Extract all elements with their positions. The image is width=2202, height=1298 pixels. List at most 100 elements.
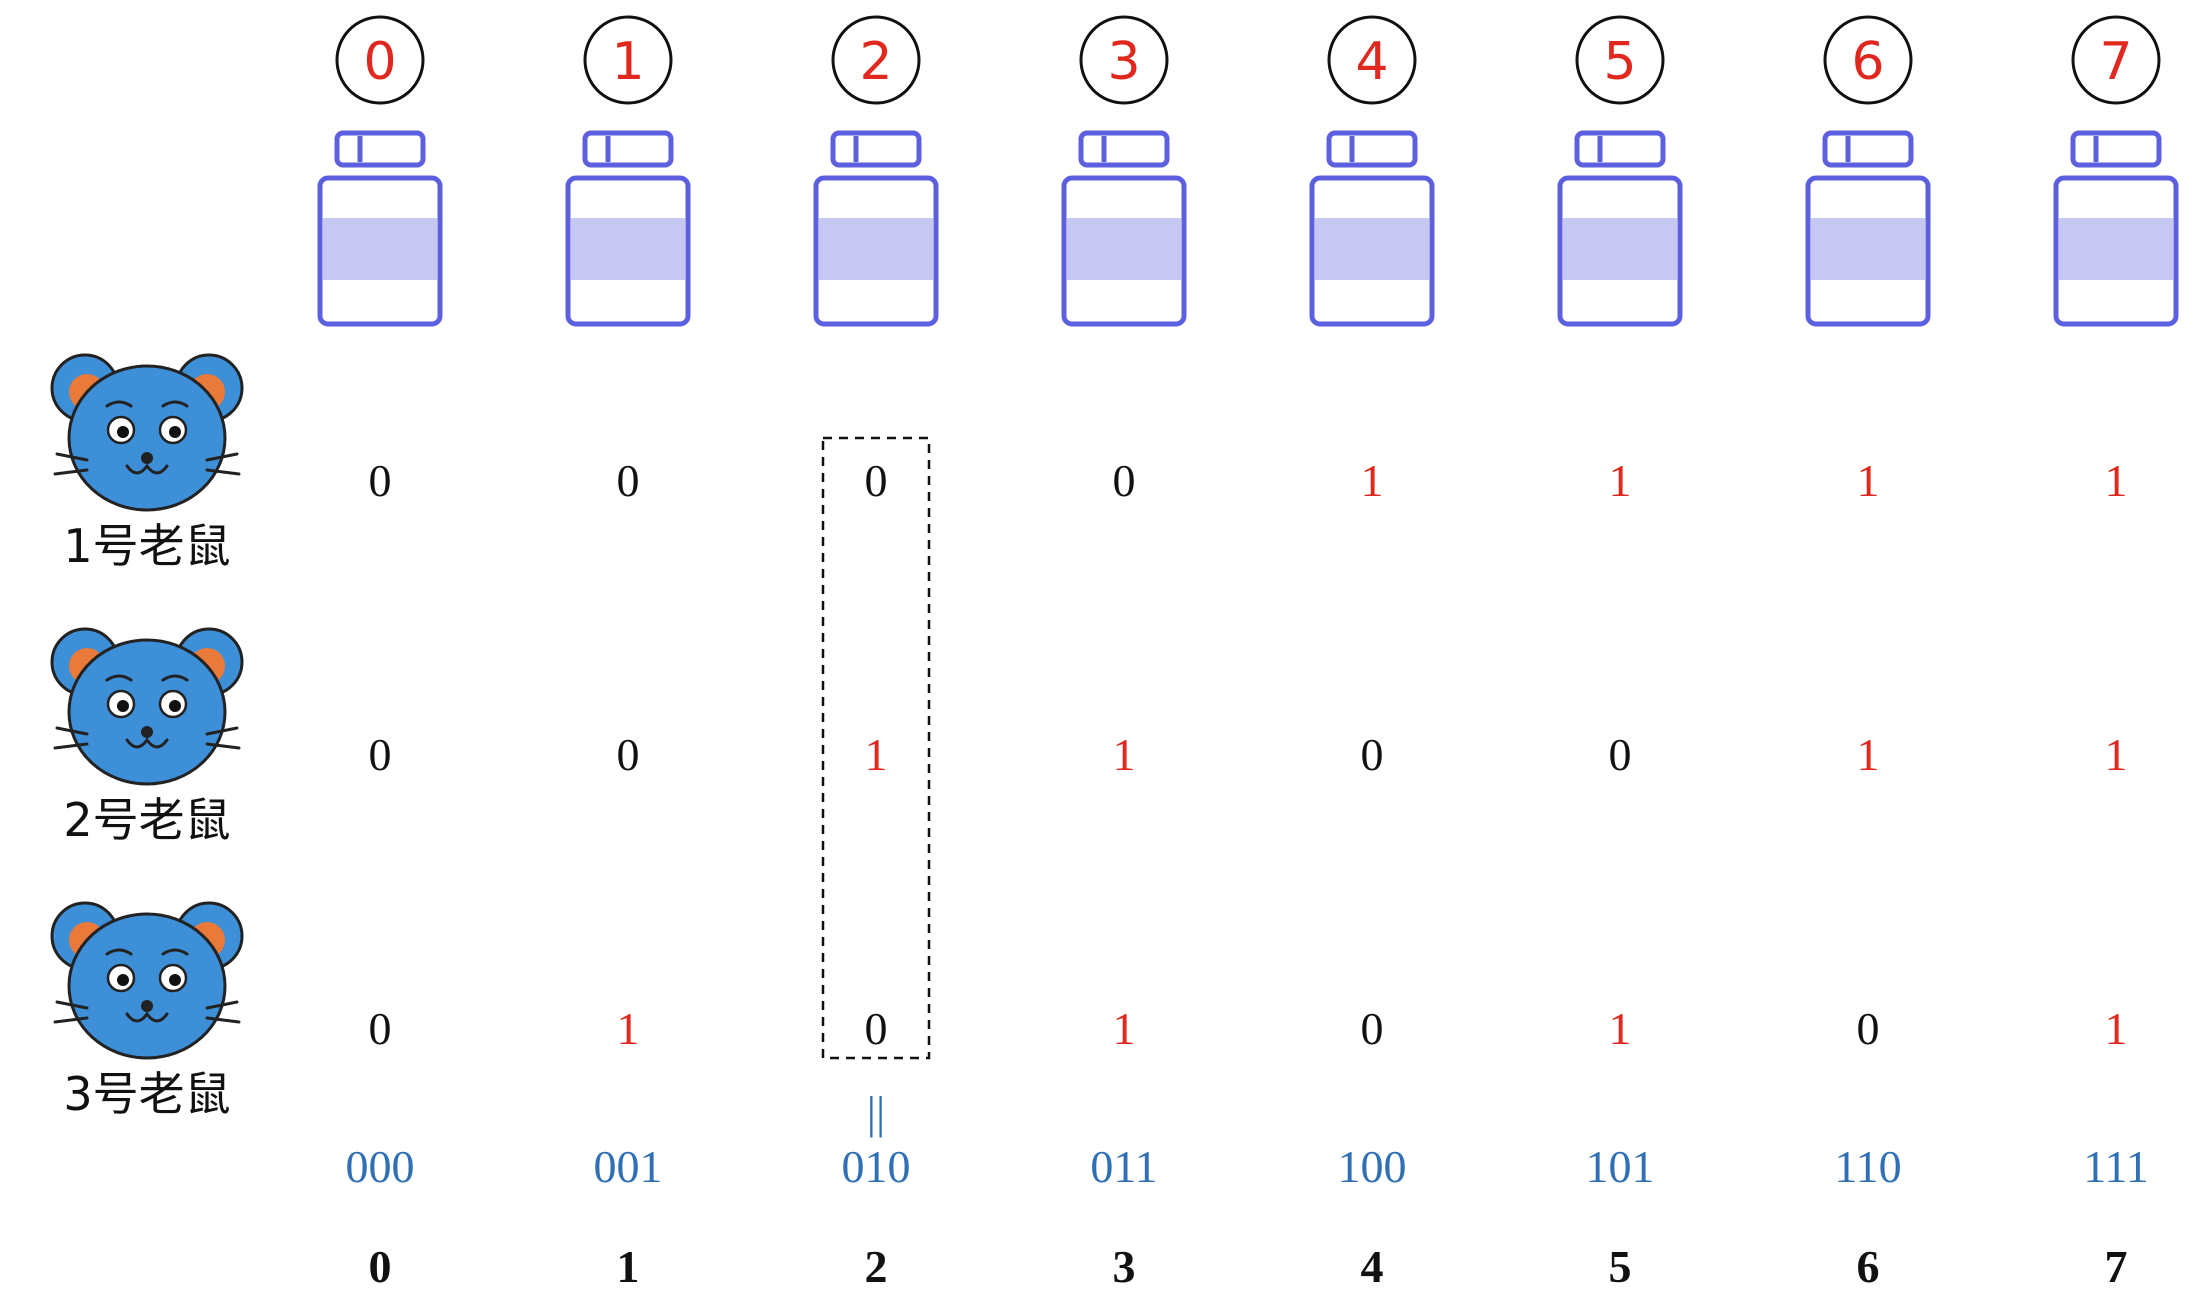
mouse-mouth [125,463,169,475]
decimal-value: 7 [2105,1241,2128,1292]
bottle-cap [1574,130,1666,168]
mouse-brows [105,948,189,956]
bit-cell: 1 [1609,1003,1632,1054]
bit-cell: 0 [1113,455,1136,506]
bottle-liquid [571,218,685,280]
mouse-head [67,912,227,1060]
bit-cell: 0 [617,455,640,506]
bottle-number-badge [2071,15,2161,105]
bit-cell: 1 [1361,455,1384,506]
bottle-number-badge [1823,15,1913,105]
binary-code: 101 [1586,1141,1655,1192]
bottle-liquid [1811,218,1925,280]
bottle-7: 7 [2053,15,2179,327]
bottle-cap [830,130,922,168]
bottle-cap [1078,130,1170,168]
bottle-liquid [2059,218,2173,280]
decimal-value: 5 [1609,1241,1632,1292]
bottle-number: 7 [2099,32,2132,92]
decimal-value: 1 [617,1241,640,1292]
mouse-mouth [125,737,169,749]
bottle-6: 6 [1805,15,1931,327]
bottle-number-badge [583,15,673,105]
mouse-1: 1号老鼠 [50,353,244,573]
bottle-2: 2 [813,15,939,327]
mouse-pupil-right [169,426,181,438]
mouse-whiskers [53,452,241,476]
bottle-0: 0 [317,15,443,327]
mouse-brows [105,400,189,408]
bit-cell: 0 [369,455,392,506]
bottle-liquid [1067,218,1181,280]
bit-cell: 0 [1609,729,1632,780]
bit-cell: 0 [1857,1003,1880,1054]
bottle-cap [582,130,674,168]
mouse-pupil-right [169,974,181,986]
binary-code: 110 [1834,1141,1901,1192]
mouse-pupil-left [117,700,129,712]
mouse-brows [105,674,189,682]
mouse-pupil-left [117,974,129,986]
bottle-number: 1 [611,32,644,92]
bottle-cap [1326,130,1418,168]
bottle-liquid [323,218,437,280]
decimal-value: 3 [1113,1241,1136,1292]
bottle-number-badge [831,15,921,105]
bottle-liquid [819,218,933,280]
highlight-box [821,436,931,1060]
bottle-number-badge [1327,15,1417,105]
bit-cell: 0 [865,455,888,506]
mouse-2: 2号老鼠 [50,627,244,847]
mice-column: 1号老鼠 2号老鼠 3号老鼠 [50,353,244,1121]
bit-cell: 1 [617,1003,640,1054]
decimal-value: 6 [1857,1241,1880,1292]
bottle-number: 5 [1603,32,1636,92]
mouse-nose [141,726,153,738]
bottle-3: 3 [1061,15,1187,327]
bottle-cap [2070,130,2162,168]
equals-mark: || [867,1087,885,1138]
binary-code: 011 [1090,1141,1157,1192]
bit-cell: 0 [369,729,392,780]
mouse-3: 3号老鼠 [50,901,244,1121]
mouse-nose [141,1000,153,1012]
bottles-row: 0 1 2 3 4 5 6 7 [317,15,2179,327]
bit-cell: 1 [1857,729,1880,780]
bit-cell: 1 [1113,729,1136,780]
bottle-cap [1822,130,1914,168]
bottle-number-badge [1575,15,1665,105]
decimal-value: 2 [865,1241,888,1292]
bit-cell: 1 [865,729,888,780]
bottle-number: 4 [1355,32,1388,92]
bit-cell: 1 [2105,455,2128,506]
mouse-whiskers [53,726,241,750]
bottle-number-badge [335,15,425,105]
mouse-label: 1号老鼠 [63,519,230,573]
mouse-pupil-right [169,700,181,712]
bit-cell: 0 [617,729,640,780]
bit-cell: 1 [2105,729,2128,780]
mouse-pupil-left [117,426,129,438]
mouse-head [67,638,227,786]
bottle-liquid [1563,218,1677,280]
binary-code: 000 [346,1141,415,1192]
decimal-value: 0 [369,1241,392,1292]
bottle-5: 5 [1557,15,1683,327]
bottle-number: 0 [363,32,396,92]
mouse-mouth [125,1011,169,1023]
bottle-cap [334,130,426,168]
bit-cell: 0 [369,1003,392,1054]
bottle-1: 1 [565,15,691,327]
mouse-head [67,364,227,512]
bit-cell: 1 [1857,455,1880,506]
bottle-number: 6 [1851,32,1884,92]
bottle-number: 2 [859,32,892,92]
bit-cell: 1 [1113,1003,1136,1054]
mouse-label: 2号老鼠 [63,793,230,847]
bottle-number: 3 [1107,32,1140,92]
binary-code: 001 [594,1141,663,1192]
bit-cell: 1 [1609,455,1632,506]
